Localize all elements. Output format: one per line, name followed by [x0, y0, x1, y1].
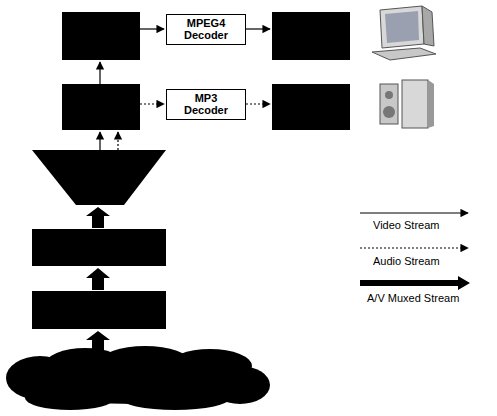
- muxed-arrow: [86, 207, 110, 228]
- video-arrow: [246, 28, 270, 29]
- speaker-icon: [380, 80, 434, 128]
- decoder-label: MPEG4 Decoder: [178, 17, 234, 41]
- video-arrow: [99, 62, 100, 84]
- muxed-arrow: [86, 268, 110, 290]
- legend-video-sample: [360, 212, 468, 213]
- black-box: [62, 84, 140, 130]
- audio-arrow: [117, 132, 118, 150]
- legend-label: A/V Muxed Stream: [366, 292, 460, 304]
- decoder-label: MP3 Decoder: [178, 92, 234, 116]
- video-arrow: [140, 28, 164, 29]
- audio-arrow: [140, 103, 164, 104]
- legend-muxed-sample: [360, 276, 470, 290]
- video-arrow: [99, 132, 100, 150]
- audio-arrow: [246, 103, 270, 104]
- demux-trapezoid: [32, 150, 166, 205]
- decoder-box: MP3 Decoder: [166, 89, 246, 120]
- black-box: [32, 229, 166, 266]
- black-box: [32, 291, 166, 329]
- black-box: [272, 84, 350, 130]
- network-cloud: [6, 346, 270, 410]
- legend-audio-sample: [360, 247, 468, 248]
- legend-label: Video Stream: [372, 219, 440, 231]
- black-box: [272, 12, 350, 60]
- decoder-box: MPEG4 Decoder: [166, 14, 246, 45]
- monitor-icon: [372, 6, 436, 60]
- legend-label: Audio Stream: [372, 255, 441, 267]
- black-box: [62, 12, 140, 60]
